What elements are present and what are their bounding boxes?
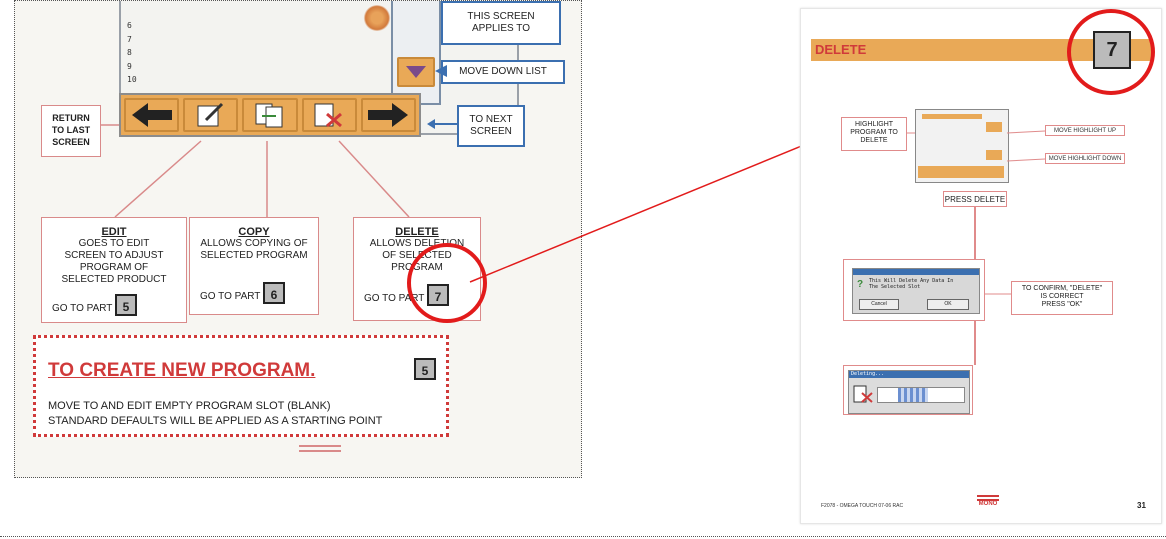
move-down-callout: MOVE HIGHLIGHT DOWN xyxy=(1045,153,1125,164)
highlight-callout: HIGHLIGHT PROGRAM TO DELETE xyxy=(841,117,907,151)
edit-goto: GO TO PART 5 xyxy=(52,294,186,316)
create-program-box: TO CREATE NEW PROGRAM. 5 MOVE TO AND EDI… xyxy=(33,335,449,437)
copy-goto: GO TO PART 6 xyxy=(200,282,318,304)
dialog-message: This Will Delete Any Data In The Selecte… xyxy=(869,278,954,290)
mini-down-button[interactable] xyxy=(986,150,1002,160)
ok-button[interactable]: OK xyxy=(927,299,969,310)
move-up-callout: MOVE HIGHLIGHT UP xyxy=(1045,125,1125,136)
copy-title: COPY xyxy=(238,226,270,238)
arrow-left-icon xyxy=(427,119,459,129)
goto-label: GO TO PART xyxy=(52,303,113,314)
back-button[interactable] xyxy=(124,98,180,132)
edit-button[interactable] xyxy=(183,98,239,132)
confirm-dialog-frame: ? This Will Delete Any Data In The Selec… xyxy=(843,259,985,321)
page-mark xyxy=(299,445,341,452)
list-number: 10 xyxy=(127,75,137,84)
flow-lines xyxy=(907,130,1046,365)
highlight-circle xyxy=(1067,9,1155,95)
product-image-icon xyxy=(363,5,391,31)
move-down-callout: MOVE DOWN LIST xyxy=(441,60,565,84)
mini-up-button[interactable] xyxy=(986,122,1002,132)
bottom-border xyxy=(0,536,1166,537)
copy-description-box: COPY ALLOWS COPYING OF SELECTED PROGRAM … xyxy=(189,217,319,315)
progress-fill xyxy=(898,388,928,402)
callout-lines xyxy=(101,124,410,218)
part-number-badge: 5 xyxy=(115,294,137,316)
edit-description-box: EDIT GOES TO EDIT SCREEN TO ADJUST PROGR… xyxy=(41,217,187,323)
deleting-title: Deleting... xyxy=(849,371,969,378)
progress-bar xyxy=(877,387,965,403)
edit-description: GOES TO EDIT SCREEN TO ADJUST PROGRAM OF… xyxy=(61,238,167,285)
dialog-titlebar xyxy=(853,269,979,275)
goto-label: GO TO PART xyxy=(364,293,425,304)
copy-icon xyxy=(255,103,283,128)
create-program-title: TO CREATE NEW PROGRAM. xyxy=(48,360,316,381)
logo-text: MONO xyxy=(978,501,998,507)
next-callout: TO NEXT SCREEN xyxy=(457,105,525,147)
manual-scan-left: 6 7 8 9 10 THIS SCREEN APPLIES TO MOVE D… xyxy=(14,0,582,478)
copy-description: ALLOWS COPYING OF SELECTED PROGRAM xyxy=(200,238,308,261)
mini-toolbar xyxy=(918,166,1004,178)
list-number: 9 xyxy=(127,61,132,71)
mono-logo: MONO xyxy=(977,495,999,507)
press-delete-callout: PRESS DELETE xyxy=(943,191,1007,207)
section-header: DELETE xyxy=(815,42,867,57)
section-header-bar: DELETE xyxy=(811,39,1151,61)
manual-page-right: DELETE 7 HIGHLIGHT PROGRAM TO DELETE MOV… xyxy=(800,8,1162,524)
footer-text: F2078 - OMEGA TOUCH 07-06 RAC xyxy=(821,503,904,509)
screen-applies-callout: THIS SCREEN APPLIES TO xyxy=(441,1,561,45)
cancel-button[interactable]: Cancel xyxy=(859,299,899,310)
mini-screen xyxy=(915,109,1009,183)
delete-button[interactable] xyxy=(301,98,357,132)
part-number-badge: 6 xyxy=(263,282,285,304)
question-icon: ? xyxy=(857,279,864,290)
arrow-left-icon xyxy=(435,65,447,77)
triangle-down-icon xyxy=(406,66,426,78)
bottom-toolbar xyxy=(119,93,421,137)
goto-label: GO TO PART xyxy=(200,291,261,302)
create-line-1: MOVE TO AND EDIT EMPTY PROGRAM SLOT (BLA… xyxy=(48,400,331,412)
return-callout: RETURN TO LAST SCREEN xyxy=(41,105,101,157)
logo-stripes xyxy=(977,495,999,501)
confirm-dialog: ? This Will Delete Any Data In The Selec… xyxy=(852,268,980,314)
highlight-circle xyxy=(407,243,487,323)
page-number: 31 xyxy=(1137,501,1146,510)
confirm-callout: TO CONFIRM, "DELETE" IS CORRECT PRESS "O… xyxy=(1011,281,1113,315)
edit-title: EDIT xyxy=(101,226,127,238)
move-down-button[interactable] xyxy=(397,57,435,87)
copy-button[interactable] xyxy=(242,98,298,132)
next-button[interactable] xyxy=(360,98,417,132)
delete-icon xyxy=(853,385,873,403)
list-number: 6 xyxy=(127,21,132,30)
deleting-window: Deleting... xyxy=(848,370,970,414)
part-number-badge: 5 xyxy=(414,358,436,380)
move-down-label: MOVE HIGHLIGHT DOWN xyxy=(1048,156,1122,162)
arrow-left-icon xyxy=(131,103,172,127)
list-number: 7 xyxy=(127,34,132,44)
create-line-2: STANDARD DEFAULTS WILL BE APPLIED AS A S… xyxy=(48,415,383,427)
program-list-numbers: 6 7 8 9 10 xyxy=(127,19,137,87)
mini-screen-tabs xyxy=(922,114,982,119)
delete-icon xyxy=(314,103,343,128)
arrow-right-icon xyxy=(368,103,409,127)
move-up-label: MOVE HIGHLIGHT UP xyxy=(1054,128,1116,134)
list-number: 8 xyxy=(127,48,132,57)
delete-title: DELETE xyxy=(395,226,439,238)
deleting-frame: Deleting... xyxy=(843,365,973,415)
edit-pencil-icon xyxy=(197,102,223,127)
